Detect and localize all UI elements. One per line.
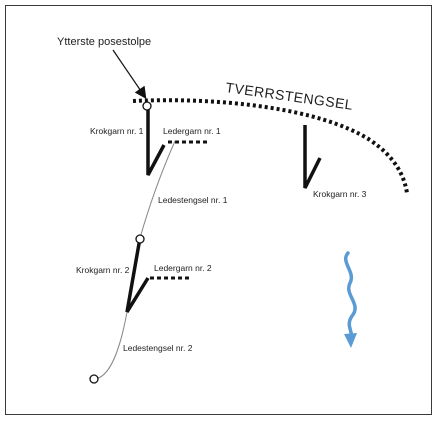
cross-fence-label: TVERRSTENGSEL: [225, 79, 355, 113]
lead-fence-2-label: Ledestengsel nr. 2: [123, 343, 193, 353]
hook-net-3-label: Krokgarn nr. 3: [313, 189, 367, 199]
hook-net-2: [125, 237, 150, 313]
lead-net-2-label: Ledergarn nr. 2: [154, 263, 212, 273]
diagram-frame: [5, 5, 432, 415]
current-arrow-head-icon: [344, 333, 357, 348]
hook-net-3: [303, 125, 322, 189]
outer-post-callout-arrow: [112, 49, 147, 99]
cross-fence-line: [132, 98, 409, 194]
lead-fence-2: [93, 311, 128, 380]
outer-post-label: Ytterste posestolpe: [57, 36, 151, 48]
lead-fence-1-label: Ledestengsel nr. 1: [158, 195, 228, 205]
current-arrow-icon: [344, 251, 357, 342]
lead-fence-1: [139, 140, 176, 239]
hook-net-1: [146, 107, 166, 176]
post-marker-2: [135, 234, 145, 244]
lead-net-1-label: Ledergarn nr. 1: [163, 126, 221, 136]
hook-net-2-label: Krokgarn nr. 2: [76, 265, 130, 275]
outer-post-marker: [142, 101, 152, 111]
end-post-marker: [89, 374, 99, 384]
hook-net-1-label: Krokgarn nr. 1: [90, 126, 144, 136]
